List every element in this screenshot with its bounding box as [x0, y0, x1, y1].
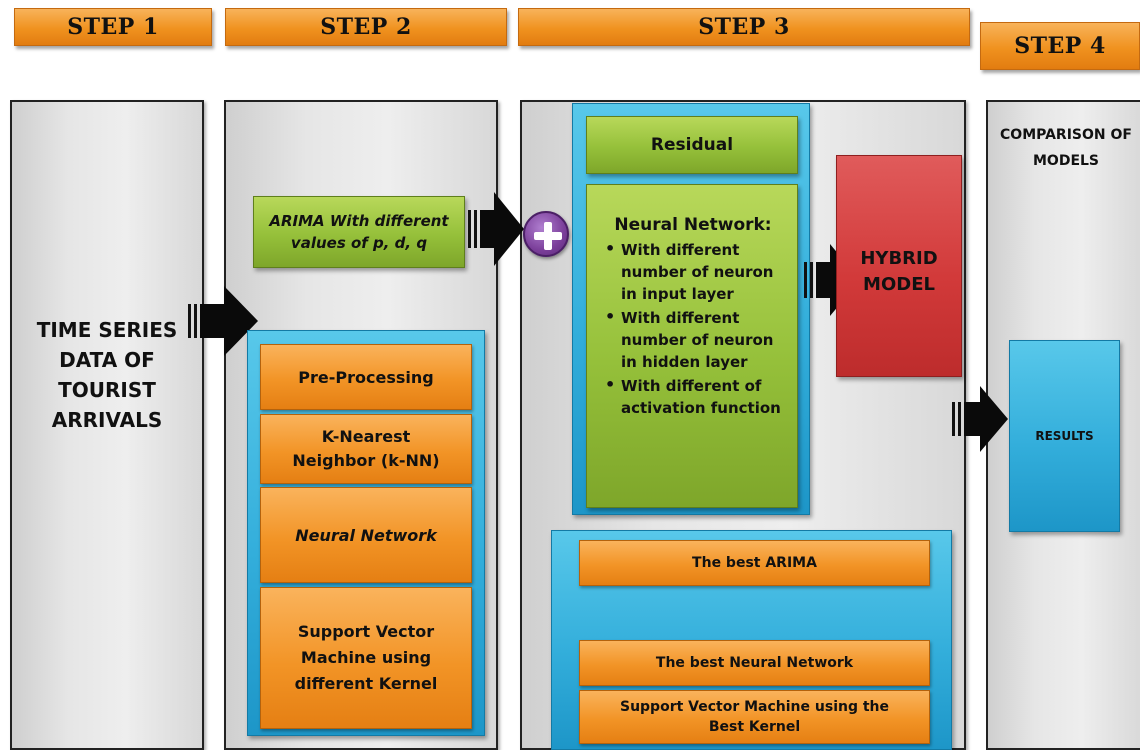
neural-network-title: Neural Network: — [614, 215, 772, 235]
pre-processing-box: Pre-Processing — [260, 344, 472, 410]
arima-box: ARIMA With different values of p, d, q — [253, 196, 465, 268]
nn-option: With different of activation function — [599, 374, 787, 419]
block-arrow-icon — [188, 286, 258, 356]
hybrid-model-box: HYBRID MODEL — [836, 155, 962, 377]
knn-box: K-Nearest Neighbor (k-NN) — [260, 414, 472, 484]
results-box: RESULTS — [1009, 340, 1120, 532]
step-2-header: STEP 2 — [225, 8, 507, 46]
residual-box: Residual — [586, 116, 798, 174]
nn-option: With different number of neuron in hidde… — [599, 306, 787, 373]
step-1-panel — [10, 100, 204, 750]
svm-box: Support Vector Machine using different K… — [260, 587, 472, 729]
block-arrow-icon — [952, 386, 1008, 452]
neural-network-options: With different number of neuron in input… — [599, 238, 787, 419]
best-svm-box: Support Vector Machine using the Best Ke… — [579, 690, 930, 744]
plus-circle-icon — [523, 211, 569, 257]
time-series-data-label: TIME SERIES DATA OF TOURIST ARRIVALS — [36, 318, 178, 432]
nn-option: With different number of neuron in input… — [599, 238, 787, 305]
neural-network-config-box: Neural Network: With different number of… — [586, 184, 798, 508]
neural-network-box: Neural Network — [260, 487, 472, 583]
step-1-header: STEP 1 — [14, 8, 212, 46]
step-4-header: STEP 4 — [980, 22, 1140, 70]
best-neural-network-box: The best Neural Network — [579, 640, 930, 686]
block-arrow-icon — [468, 192, 524, 266]
comparison-of-models-label: COMPARISON OF MODELS — [1000, 127, 1132, 169]
step-3-header: STEP 3 — [518, 8, 970, 46]
best-arima-box: The best ARIMA — [579, 540, 930, 586]
